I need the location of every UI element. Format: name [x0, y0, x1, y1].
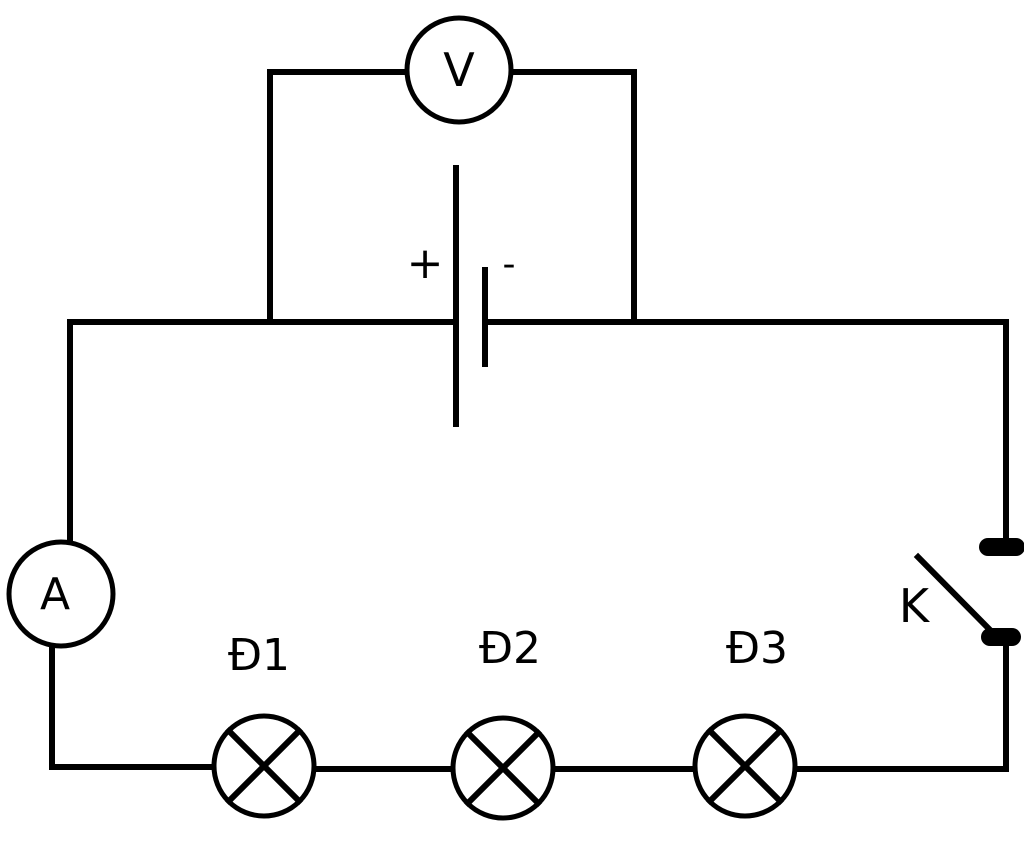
wire-ammeter-bottom — [49, 642, 217, 770]
voltmeter-symbol: V — [443, 43, 475, 97]
battery: + - — [407, 165, 516, 427]
lamp-d3: Đ3 — [692, 623, 798, 819]
switch-blade — [913, 552, 1001, 641]
wire-top-right — [483, 319, 1009, 551]
voltmeter-branch — [267, 69, 637, 325]
wire-top-left — [67, 319, 457, 543]
voltmeter-circle — [404, 15, 514, 125]
wire-voltmeter-left — [267, 69, 410, 325]
switch: K — [899, 538, 1024, 646]
battery-plus-label: + — [407, 238, 444, 289]
ammeter: A — [6, 539, 116, 649]
lamp-d3-label: Đ3 — [726, 623, 788, 674]
voltmeter: V — [404, 15, 514, 125]
ammeter-circle — [6, 539, 116, 649]
lamp-d2-label: Đ2 — [479, 623, 541, 674]
lamp-d1: Đ1 — [211, 630, 317, 819]
lamp-d3-cross-b — [705, 726, 785, 806]
battery-minus-label: - — [503, 244, 516, 285]
wire-voltmeter-right — [508, 69, 637, 325]
main-loop — [49, 319, 1009, 772]
ammeter-symbol: A — [40, 569, 70, 620]
wire-lamp3-switch — [794, 635, 1009, 772]
switch-label: K — [899, 579, 931, 633]
lamp-d2-cross-b — [463, 728, 543, 808]
lamp-d1-label: Đ1 — [228, 630, 290, 681]
lamp-d2: Đ2 — [450, 623, 556, 821]
lamp-d1-cross-b — [224, 726, 304, 806]
